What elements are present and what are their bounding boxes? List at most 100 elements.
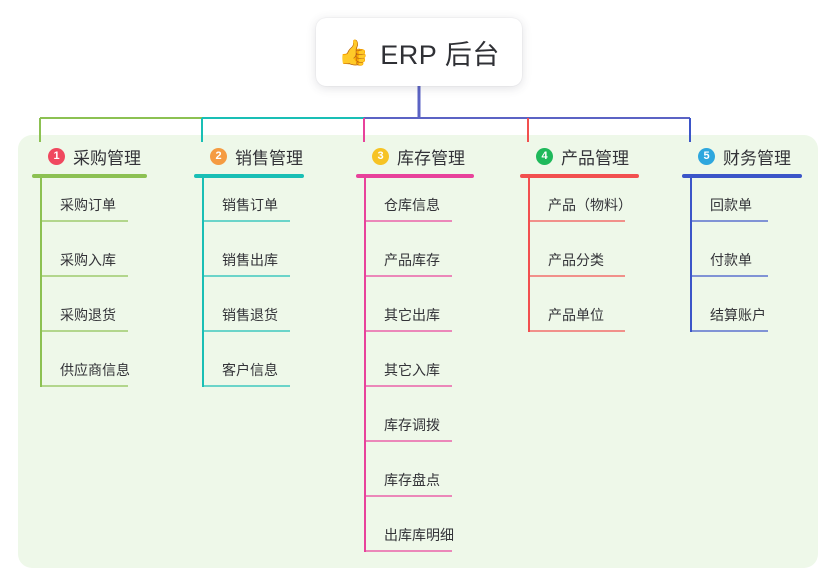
branch-item[interactable]: 其它入库	[356, 343, 474, 398]
branch-item-label: 库存盘点	[384, 472, 440, 488]
branch-item[interactable]: 结算账户	[682, 288, 802, 343]
branch-item-label: 采购订单	[60, 197, 116, 213]
branch-item-underline	[528, 330, 625, 332]
branch-item-label: 销售出库	[222, 252, 278, 268]
branch-item[interactable]: 采购订单	[32, 178, 147, 233]
branch-item-label: 其它入库	[384, 362, 440, 378]
branch-item-underline	[202, 385, 290, 387]
branch-item-underline	[202, 330, 290, 332]
branch-item-underline	[40, 330, 128, 332]
branch-item-label: 客户信息	[222, 362, 278, 378]
branch-item-underline	[364, 330, 452, 332]
branch-item-label: 其它出库	[384, 307, 440, 323]
branch-item-underline	[528, 275, 625, 277]
branch-underline	[32, 174, 147, 178]
branch-items: 回款单付款单结算账户	[682, 178, 802, 343]
branch-item-underline	[202, 220, 290, 222]
branch-item[interactable]: 回款单	[682, 178, 802, 233]
branch-item-label: 产品库存	[384, 252, 440, 268]
branch-underline	[520, 174, 639, 178]
branch-item-label: 付款单	[710, 252, 752, 268]
branch-title: 库存管理	[397, 148, 465, 168]
branch-underline	[682, 174, 802, 178]
branch-item[interactable]: 产品分类	[520, 233, 639, 288]
branch-underline	[194, 174, 304, 178]
branch-item[interactable]: 其它出库	[356, 288, 474, 343]
branch-items: 采购订单采购入库采购退货供应商信息	[32, 178, 147, 398]
branch-item-label: 产品（物料）	[548, 197, 632, 213]
branch-item-underline	[690, 220, 768, 222]
branch-title: 采购管理	[73, 148, 141, 168]
branch-column-4: 4 产品管理产品（物料） 产品分类产品单位	[520, 143, 639, 343]
branch-item[interactable]: 客户信息	[194, 343, 304, 398]
branch-item-label: 采购退货	[60, 307, 116, 323]
branch-column-5: 5 财务管理回款单付款单结算账户	[682, 143, 802, 343]
root-node[interactable]: 👍 ERP 后台	[316, 18, 522, 86]
thumbs-up-icon: 👍	[338, 37, 370, 67]
branch-item-label: 销售订单	[222, 197, 278, 213]
branch-item-underline	[690, 330, 768, 332]
branch-title: 产品管理	[561, 148, 629, 168]
branch-item-underline	[364, 220, 452, 222]
branch-item-underline	[364, 385, 452, 387]
branch-item[interactable]: 供应商信息	[32, 343, 147, 398]
branch-item-label: 采购入库	[60, 252, 116, 268]
branch-header-4[interactable]: 4 产品管理	[520, 143, 639, 169]
branch-header-5[interactable]: 5 财务管理	[682, 143, 802, 169]
branch-title: 销售管理	[235, 148, 303, 168]
branch-spine	[690, 178, 692, 332]
branch-number-badge: 2	[210, 147, 227, 165]
branch-number-badge: 1	[48, 147, 65, 165]
branch-column-3: 3 库存管理仓库信息产品库存其它出库其它入库库存调拨库存盘点出库库明细	[356, 143, 474, 563]
branch-item[interactable]: 出库库明细	[356, 508, 474, 563]
branch-item-underline	[364, 550, 452, 552]
branch-item-underline	[364, 495, 452, 497]
branch-item[interactable]: 产品单位	[520, 288, 639, 343]
branch-spine	[202, 178, 204, 387]
branch-item-label: 产品分类	[548, 252, 604, 268]
branch-header-2[interactable]: 2 销售管理	[194, 143, 304, 169]
branch-item[interactable]: 销售出库	[194, 233, 304, 288]
branch-title: 财务管理	[723, 148, 791, 168]
branch-item[interactable]: 采购入库	[32, 233, 147, 288]
branch-item[interactable]: 销售退货	[194, 288, 304, 343]
branch-items: 仓库信息产品库存其它出库其它入库库存调拨库存盘点出库库明细	[356, 178, 474, 563]
branch-item-label: 产品单位	[548, 307, 604, 323]
branch-item-label: 仓库信息	[384, 197, 440, 213]
branch-item-label: 库存调拨	[384, 417, 440, 433]
branch-item-underline	[40, 275, 128, 277]
branch-item[interactable]: 产品库存	[356, 233, 474, 288]
branch-header-3[interactable]: 3 库存管理	[356, 143, 474, 169]
branch-item-label: 销售退货	[222, 307, 278, 323]
branch-number-badge: 3	[372, 147, 389, 165]
branch-item-label: 供应商信息	[60, 362, 130, 378]
branch-number-badge: 4	[536, 147, 553, 165]
branch-item-underline	[40, 220, 128, 222]
branch-column-2: 2 销售管理销售订单销售出库销售退货客户信息	[194, 143, 304, 398]
branch-items: 产品（物料） 产品分类产品单位	[520, 178, 639, 343]
branch-item-underline	[40, 385, 128, 387]
branch-underline	[356, 174, 474, 178]
branch-item[interactable]: 库存调拨	[356, 398, 474, 453]
branch-item-underline	[528, 220, 625, 222]
branch-item[interactable]: 仓库信息	[356, 178, 474, 233]
branch-item-underline	[364, 275, 452, 277]
branch-number-badge: 5	[698, 147, 715, 165]
branch-spine	[40, 178, 42, 387]
branch-item[interactable]: 采购退货	[32, 288, 147, 343]
branch-item-underline	[690, 275, 768, 277]
branch-spine	[364, 178, 366, 552]
branch-item[interactable]: 产品（物料）	[520, 178, 639, 233]
branch-item-underline	[202, 275, 290, 277]
branch-item-underline	[364, 440, 452, 442]
branch-header-1[interactable]: 1 采购管理	[32, 143, 147, 169]
root-node-title: ERP 后台	[380, 39, 500, 70]
branch-item-label: 结算账户	[710, 307, 766, 323]
branch-item[interactable]: 付款单	[682, 233, 802, 288]
branch-items: 销售订单销售出库销售退货客户信息	[194, 178, 304, 398]
branch-spine	[528, 178, 530, 332]
branch-item-label: 回款单	[710, 197, 752, 213]
branch-item[interactable]: 库存盘点	[356, 453, 474, 508]
branch-item[interactable]: 销售订单	[194, 178, 304, 233]
